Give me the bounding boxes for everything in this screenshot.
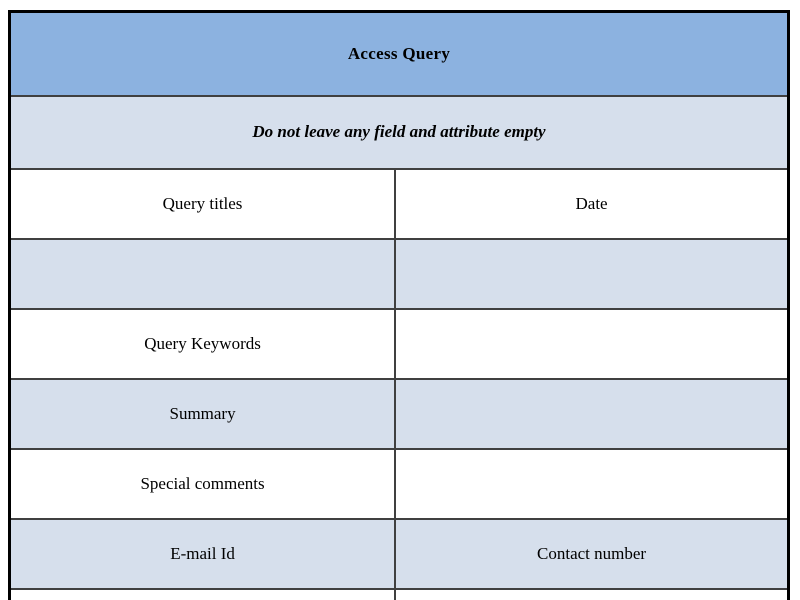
table-row bbox=[8, 237, 790, 310]
input-contact-number[interactable] bbox=[394, 587, 790, 600]
table-row: Query Keywords bbox=[8, 307, 790, 380]
form-title: Access Query bbox=[8, 10, 790, 97]
input-special-comments[interactable] bbox=[394, 447, 790, 520]
label-query-keywords: Query Keywords bbox=[8, 307, 397, 380]
input-email-id[interactable] bbox=[8, 587, 397, 600]
table-row: Special comments bbox=[8, 447, 790, 520]
table-row: Summary bbox=[8, 377, 790, 450]
label-summary: Summary bbox=[8, 377, 397, 450]
input-query-titles[interactable] bbox=[8, 237, 397, 310]
table-row: Query titles Date bbox=[8, 167, 790, 240]
label-query-titles: Query titles bbox=[8, 167, 397, 240]
input-summary[interactable] bbox=[394, 377, 790, 450]
label-email-id: E-mail Id bbox=[8, 517, 397, 590]
table-row bbox=[8, 587, 790, 600]
label-special-comments: Special comments bbox=[8, 447, 397, 520]
instruction-row: Do not leave any field and attribute emp… bbox=[8, 94, 790, 170]
header-row: Access Query bbox=[8, 10, 790, 97]
label-contact-number: Contact number bbox=[394, 517, 790, 590]
access-query-form: Access Query Do not leave any field and … bbox=[8, 10, 790, 600]
input-query-keywords[interactable] bbox=[394, 307, 790, 380]
label-date: Date bbox=[394, 167, 790, 240]
form-instruction: Do not leave any field and attribute emp… bbox=[8, 94, 790, 170]
input-date[interactable] bbox=[394, 237, 790, 310]
table-row: E-mail Id Contact number bbox=[8, 517, 790, 590]
